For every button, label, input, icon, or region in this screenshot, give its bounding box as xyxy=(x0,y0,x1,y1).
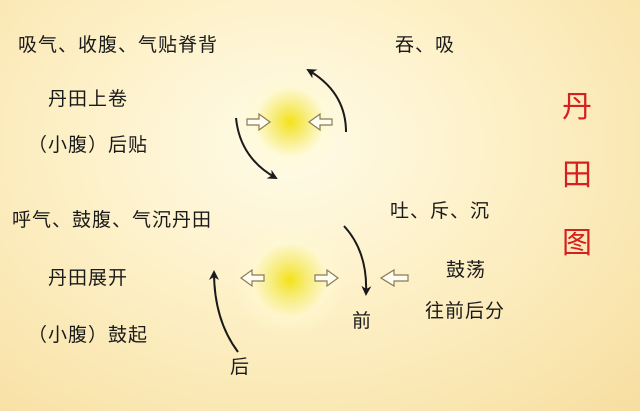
upper-right-text: 吞、吸 xyxy=(395,34,456,56)
lower-right-text3: 往前后分 xyxy=(425,300,506,322)
lower-right-text1: 吐、斥、沉 xyxy=(390,200,491,222)
lower-right-text2: 鼓荡 xyxy=(446,259,487,281)
lower-rotate-arrow-right xyxy=(343,225,372,296)
upper-inward-arrow-left-icon xyxy=(307,112,333,132)
upper-text-line3: （小腹）后贴 xyxy=(28,134,149,156)
front-label: 前 xyxy=(352,310,373,332)
push-left-arrow-icon xyxy=(379,268,409,288)
lower-outward-arrow-right-icon xyxy=(314,268,340,288)
upper-text-line1: 吸气、收腹、气贴脊背 xyxy=(18,34,219,56)
upper-rotate-arrow-left xyxy=(235,117,278,179)
lower-text-line1: 呼气、鼓腹、气沉丹田 xyxy=(12,209,213,231)
upper-inward-arrow-right-icon xyxy=(246,112,272,132)
lower-text-line3: （小腹）鼓起 xyxy=(28,324,149,346)
back-label: 后 xyxy=(230,356,251,378)
title-char-1: 丹 xyxy=(562,90,592,125)
title-char-2: 田 xyxy=(562,158,592,193)
lower-rotate-arrow-left xyxy=(209,270,239,353)
upper-rotate-arrow-right xyxy=(306,68,347,133)
lower-text-line2: 丹田展开 xyxy=(48,267,129,289)
lower-outward-arrow-left-icon xyxy=(239,268,265,288)
upper-text-line2: 丹田上卷 xyxy=(48,88,129,110)
title-char-3: 图 xyxy=(562,226,592,261)
